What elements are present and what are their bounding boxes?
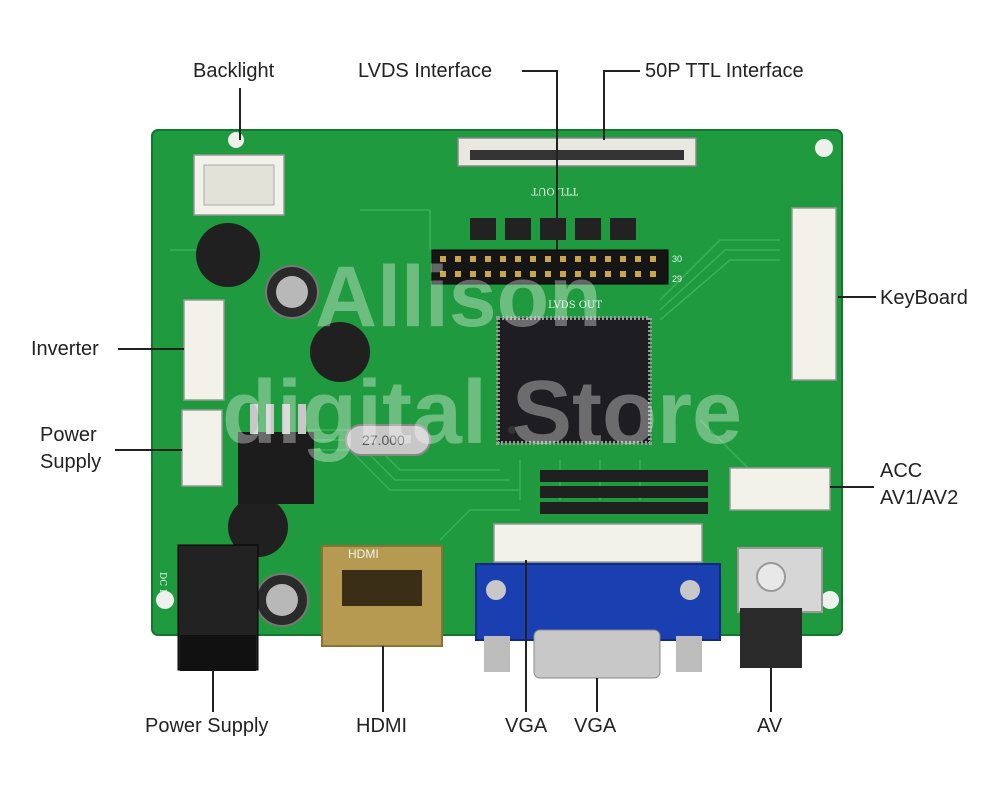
inverter-connector <box>183 299 225 401</box>
keyboard-connector <box>791 207 837 381</box>
label-acc-av: ACC AV1/AV2 <box>880 458 958 512</box>
label-inverter: Inverter <box>31 338 99 360</box>
label-hdmi: HDMI <box>356 715 408 737</box>
dc-in-silk: DC IN <box>157 572 167 601</box>
crystal-label: 27.000 <box>362 432 405 448</box>
av-jack-body <box>740 608 802 668</box>
label-power-supply-bottom: Power Supply <box>145 715 269 737</box>
resistor-array-row <box>540 470 708 514</box>
lvds-header-pins <box>440 256 656 277</box>
vga-pin-header <box>493 523 703 563</box>
mounting-hole <box>815 139 833 157</box>
label-acc: ACC <box>880 460 923 482</box>
leader-lines <box>115 70 876 712</box>
vga-standoff-left <box>484 636 510 672</box>
inductor-top <box>196 223 260 287</box>
label-power-supply-left-line2: Supply <box>40 451 102 473</box>
lvds-out-silk: LVDS OUT <box>548 300 602 311</box>
resistor-arrays <box>470 218 636 240</box>
crystal-oscillator <box>345 424 431 456</box>
label-vga-1: VGA <box>505 715 548 737</box>
regulator-leads <box>250 404 306 434</box>
acc-connector <box>729 467 831 511</box>
label-keyboard: KeyBoard <box>880 287 968 309</box>
label-50p-ttl-interface: 50P TTL Interface <box>645 60 804 82</box>
hdmi-silk: HDMI <box>348 547 379 561</box>
label-vga-2: VGA <box>574 715 617 737</box>
vga-port <box>475 563 721 641</box>
inductor-bottom <box>228 497 288 557</box>
watermark-line2: digital Store <box>222 363 743 463</box>
vga-port-shell <box>533 629 661 679</box>
vga-standoff-right <box>676 636 702 672</box>
label-av: AV <box>757 715 783 737</box>
av-jack-center <box>756 562 786 592</box>
mounting-hole <box>228 132 244 148</box>
label-power-supply-left: Power Supply <box>40 422 101 476</box>
inductor-mid <box>310 322 370 382</box>
lvds-header <box>431 249 669 285</box>
label-lvds-interface: LVDS Interface <box>358 60 493 82</box>
label-power-supply-left-line1: Power <box>40 424 97 446</box>
vga-screw-left <box>486 580 506 600</box>
ttl-fpc-slot <box>470 150 684 160</box>
main-controller-chip <box>496 316 652 445</box>
label-backlight: Backlight <box>193 60 275 82</box>
pin-29-silk: 29 <box>672 274 682 284</box>
chip-pin1-marker <box>508 426 516 434</box>
capacitor-bottom-cap <box>266 584 298 616</box>
watermark-line1: Allison <box>315 249 602 345</box>
pin-30-silk: 30 <box>672 254 682 264</box>
dc-jack-front <box>180 635 256 671</box>
power-connector <box>181 409 223 487</box>
ttl-out-silk: TTL OUT <box>531 185 578 196</box>
backlight-connector-slot <box>203 164 275 206</box>
hdmi-port-opening <box>342 570 422 606</box>
mounting-hole <box>821 591 839 609</box>
vga-screw-right <box>680 580 700 600</box>
voltage-regulator <box>238 432 314 504</box>
capacitor-top-cap <box>276 276 308 308</box>
label-av1-av2: AV1/AV2 <box>880 487 959 509</box>
mounting-hole <box>156 591 174 609</box>
